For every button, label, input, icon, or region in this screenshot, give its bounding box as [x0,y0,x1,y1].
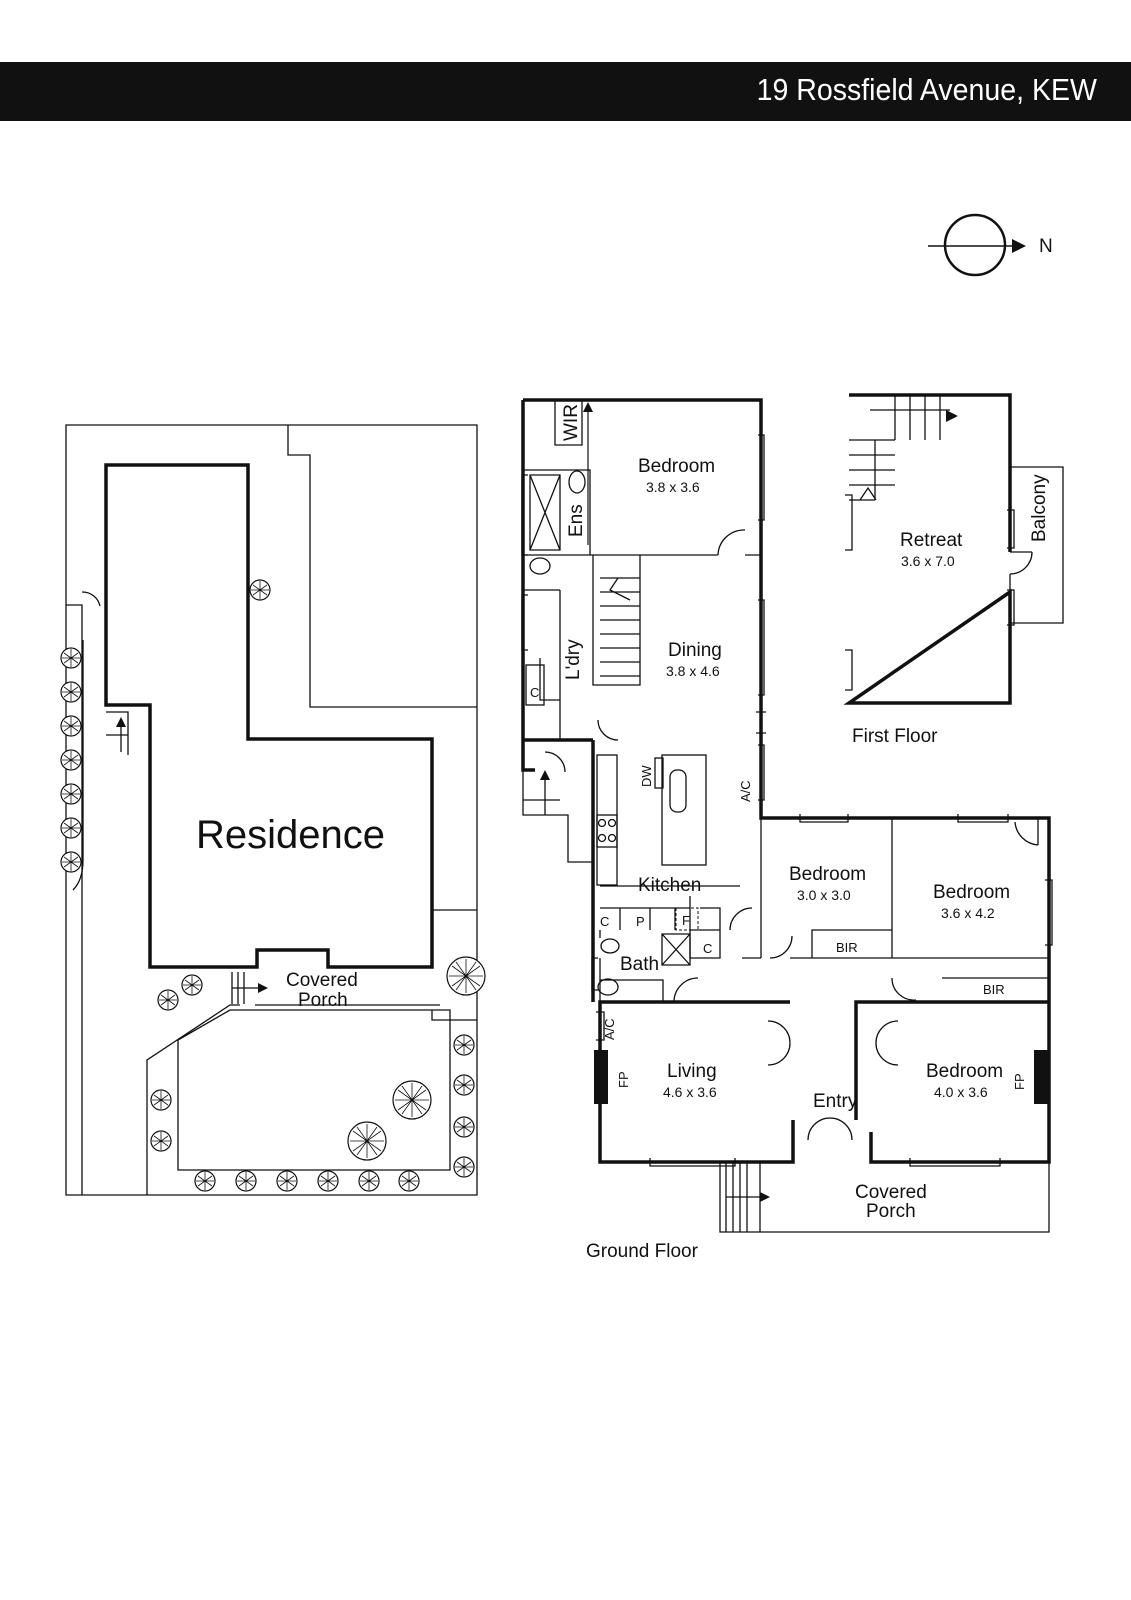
back-steps [522,770,593,863]
gate-swing [72,591,101,891]
master-bedroom-size: 3.8 x 3.6 [646,479,700,495]
dining-size: 3.8 x 4.6 [666,663,720,679]
balcony-outline [1010,466,1064,624]
site-step-arrowhead-icon [116,717,126,727]
master-bedroom-label: Bedroom [638,456,715,477]
fireplace-living-icon [594,1050,608,1104]
first-floor-walls [843,393,1012,705]
door-swings [544,529,1039,1141]
fridge-space [675,907,699,931]
bedroom-4-label: Bedroom [926,1061,1003,1082]
living-size: 4.6 x 3.6 [663,1084,717,1100]
living-label: Living [667,1061,717,1082]
balcony-label: Balcony [1029,474,1050,542]
porch-label-1: Covered [855,1182,927,1203]
bedroom-2-size: 3.0 x 3.0 [797,887,851,903]
first-floor-plan: Retreat 3.6 x 7.0 Balcony First Floor [843,393,1064,747]
aircon-dining-label: A/C [738,780,753,802]
bedroom-3-size: 3.6 x 4.2 [941,905,995,921]
bath-cupboard-label: C [703,941,712,956]
retreat-label: Retreat [900,530,963,551]
porch-steps [231,972,262,1004]
laundry-cupboard-label: C [530,685,539,700]
kitchen-cupboard-label: C [600,914,609,929]
front-steps [725,1162,762,1232]
cooktop-icon [596,814,618,848]
kitchen-cupboards [619,896,691,930]
stair-arrowhead-icon [946,410,958,422]
garden-bed [177,1009,451,1171]
residence-outline [104,463,434,969]
bedroom-3-label: Bedroom [933,882,1010,903]
page-title: 19 Rossfield Avenue, KEW [756,72,1097,107]
bedroom-2-label: Bedroom [789,864,866,885]
ground-stairs [600,577,640,677]
laundry-cupboard [525,664,545,706]
bath-basin-icon [597,978,619,996]
fence-line [431,909,477,1021]
first-floor-label: First Floor [852,726,938,747]
kitchen-island [661,754,707,866]
dishwasher-label: DW [639,765,654,787]
site-porch-label-2: Porch [298,990,348,1011]
vanity-basin-icon [568,470,586,494]
toilet-icon [529,557,551,575]
aircon-living-label: A/C [602,1018,617,1040]
site-boundary [65,424,478,1196]
pantry-label: P [636,914,645,929]
bir-3-label: BIR [983,982,1005,997]
bir-2-label: BIR [836,940,858,955]
porch-step-arrowhead-icon [258,983,268,993]
compass-circle [943,213,1007,277]
burner-icon [597,818,617,843]
ground-floor-plan: Bedroom 3.8 x 3.6 WIR Ens L'dry C Dining… [521,398,1053,1262]
kitchen-label: Kitchen [638,875,701,896]
site-porch-label-1: Covered [286,970,358,991]
bath-label: Bath [620,954,659,975]
header-bar: 19 Rossfield Avenue, KEW [0,62,1131,121]
dining-markers [756,711,766,734]
wir-label: WIR [561,404,582,441]
compass-arrowhead-icon [1012,239,1026,253]
ground-floor-partitions [523,400,1049,1002]
kitchen-sink-icon [669,769,687,813]
windows [521,434,1053,1167]
laundry-label: L'dry [563,639,584,680]
bedroom-4-size: 4.0 x 3.6 [934,1084,988,1100]
ensuite-label: Ens [566,504,587,537]
dining-label: Dining [668,640,722,661]
bath-tub-icon [661,933,691,966]
site-steps [106,711,129,755]
front-step-arrowhead-icon [760,1192,770,1202]
residence-label: Residence [196,813,385,857]
fireplace-bedroom-label: FP [1012,1073,1027,1090]
back-step-arrowhead-icon [540,770,550,780]
first-stairs [849,395,950,501]
fireplace-bedroom-icon [1034,1050,1048,1104]
shower-icon [529,474,561,551]
balcony-door-swing [1009,551,1033,592]
entry-label: Entry [813,1091,858,1112]
compass: N [928,213,1053,277]
bath-toilet-icon [600,938,620,954]
fireplace-living-label: FP [616,1071,631,1088]
site-plan: Residence Covered Porch [60,424,486,1196]
porch-label-2: Porch [866,1201,916,1222]
ground-floor-walls [521,398,1051,1164]
ground-floor-label: Ground Floor [586,1241,699,1262]
neighbour-outline [287,425,477,708]
wir-arrowhead-icon [583,402,593,412]
fridge-label: F [682,913,690,928]
retreat-windows [845,494,1015,691]
compass-label: N [1039,236,1053,257]
retreat-size: 3.6 x 7.0 [901,553,955,569]
dishwasher-box [654,757,664,789]
driveway-outline [66,604,440,1195]
